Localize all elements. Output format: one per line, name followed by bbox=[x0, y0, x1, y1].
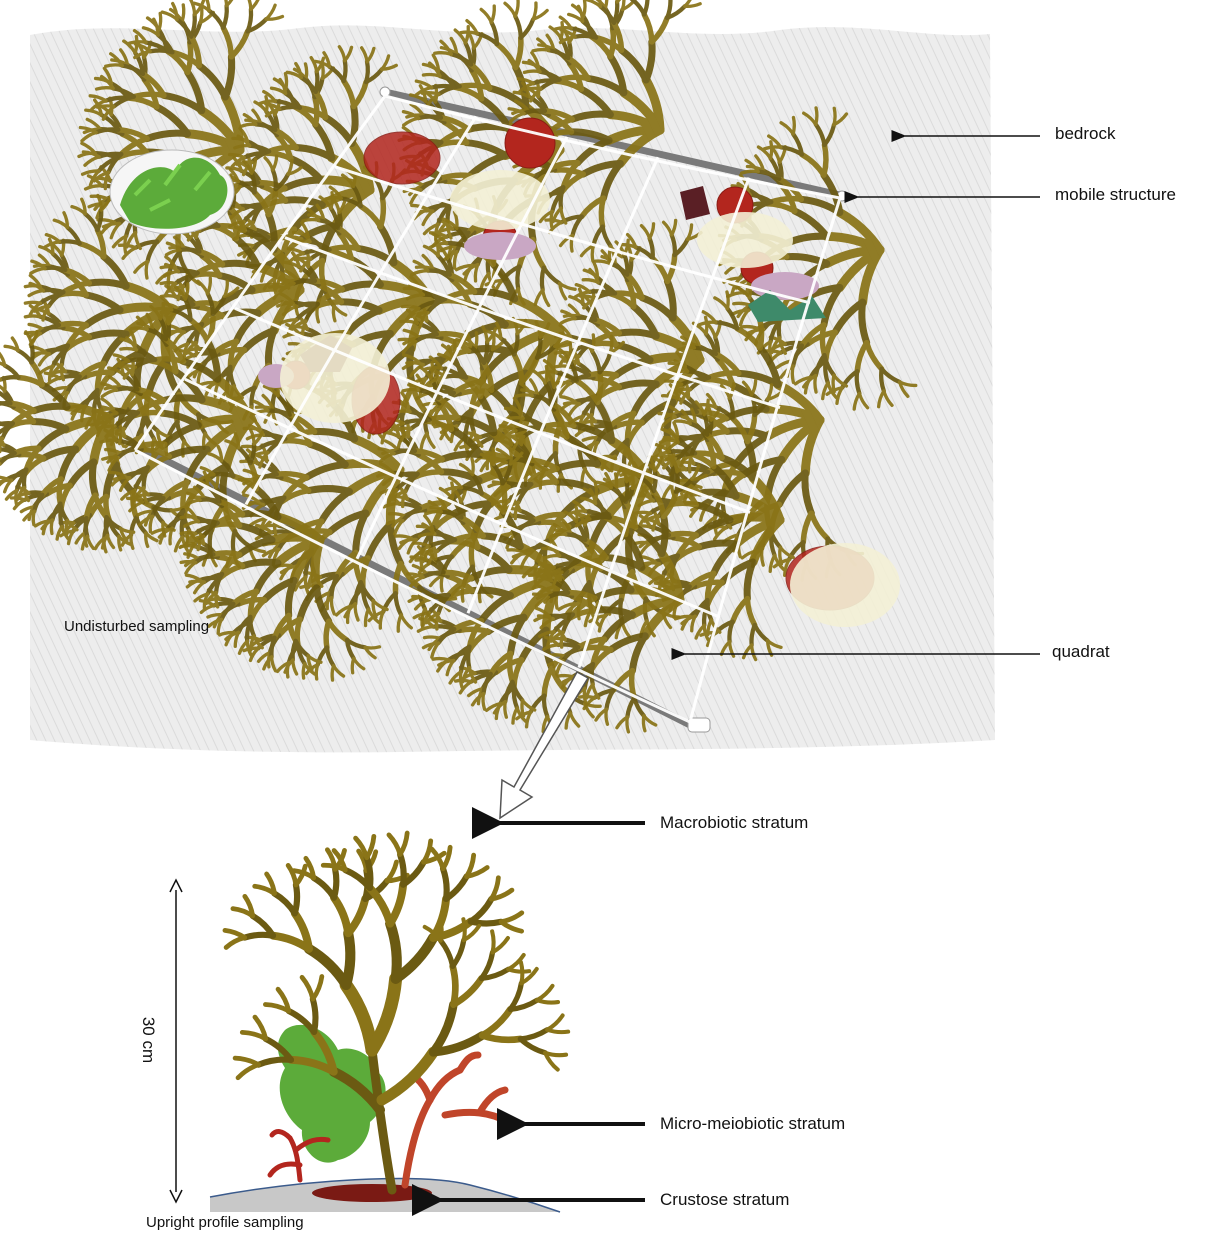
crustose-layer bbox=[312, 1184, 432, 1202]
label-upright-profile-sampling: Upright profile sampling bbox=[146, 1213, 304, 1233]
label-crustose-stratum: Crustose stratum bbox=[660, 1190, 789, 1210]
green-alga-patch bbox=[110, 150, 234, 234]
label-micro-meiobiotic-stratum: Micro-meiobiotic stratum bbox=[660, 1114, 845, 1134]
label-undisturbed-sampling: Undisturbed sampling bbox=[64, 617, 209, 637]
label-mobile-structure: mobile structure bbox=[1055, 185, 1176, 205]
label-quadrat: quadrat bbox=[1052, 642, 1110, 662]
label-height: 30 cm bbox=[138, 1010, 158, 1070]
profile-brown-alga bbox=[225, 833, 568, 1190]
label-bedrock: bedrock bbox=[1055, 124, 1115, 144]
label-macrobiotic-stratum: Macrobiotic stratum bbox=[660, 813, 808, 833]
